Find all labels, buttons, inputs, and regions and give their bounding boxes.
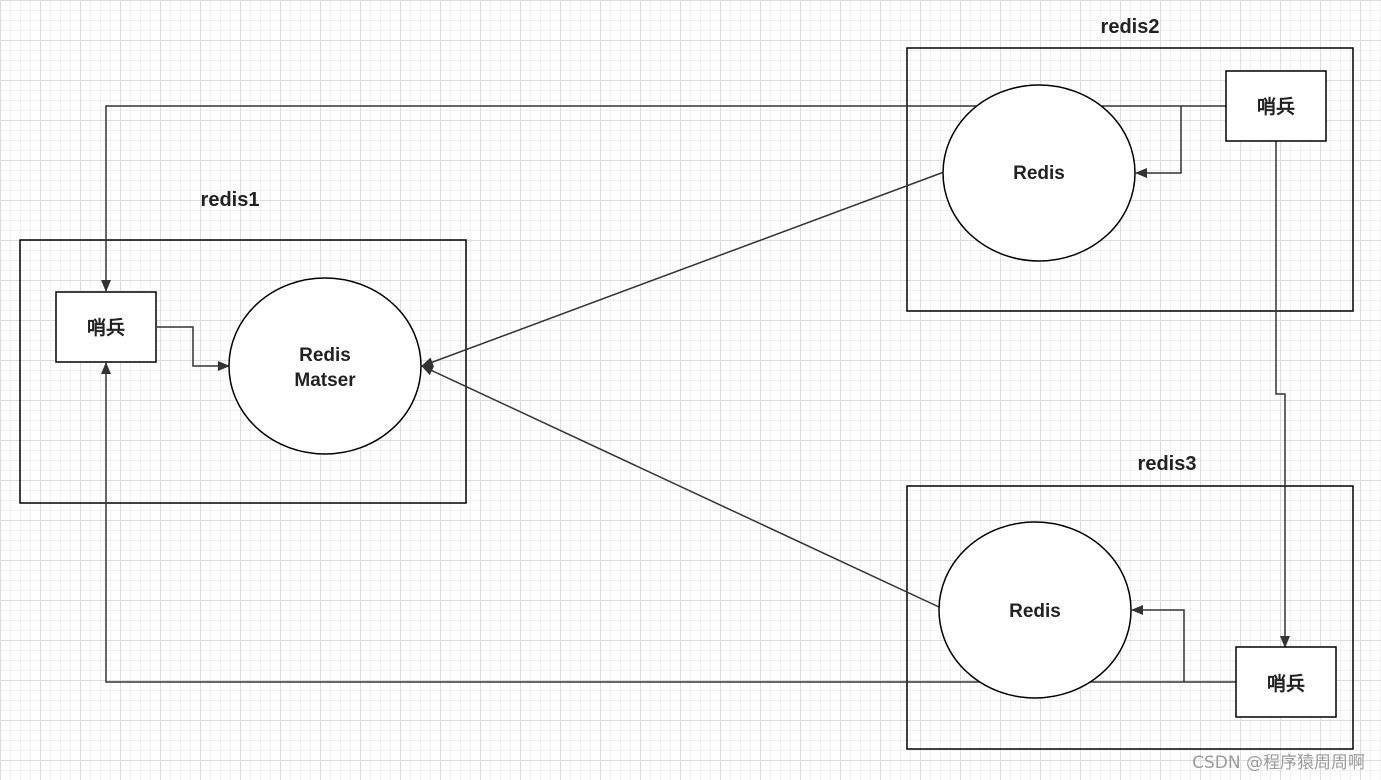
watermark: CSDN @程序猿周周啊 <box>1192 753 1365 773</box>
redis3-redis-label: Redis <box>1009 601 1061 622</box>
redis2-group-box[interactable] <box>906 47 1354 312</box>
redis2-group-title: redis2 <box>1101 16 1160 38</box>
redis1-master-node[interactable] <box>228 277 422 455</box>
edge-redis2-sentinel-to-redis3-sentinel <box>1275 141 1290 648</box>
edge-redis3-sentinel-to-redis3-redis <box>1131 605 1185 682</box>
redis3-group-box[interactable] <box>906 485 1354 750</box>
redis2-sentinel-label: 哨兵 <box>1257 96 1295 118</box>
redis1-group-title: redis1 <box>201 189 260 211</box>
edge-redis2-sentinel-to-redis1-sentinel <box>101 105 1226 292</box>
edge-redis1-sentinel-to-redis-master <box>157 326 230 371</box>
edge-redis2-redis-to-redis-master <box>421 171 945 367</box>
edge-redis2-sentinel-to-redis2-redis <box>1135 106 1182 178</box>
redis3-group-title: redis3 <box>1138 453 1197 475</box>
redis3-redis-node[interactable] <box>938 521 1132 699</box>
edge-redis3-redis-to-redis-master <box>421 365 940 608</box>
redis1-group-box[interactable] <box>19 239 467 504</box>
redis3-sentinel-label: 哨兵 <box>1267 673 1305 695</box>
redis2-redis-label: Redis <box>1013 163 1065 184</box>
redis1-master-label-line1: Redis <box>299 345 351 366</box>
redis2-redis-node[interactable] <box>942 84 1136 262</box>
redis3-sentinel-node[interactable] <box>1235 646 1337 718</box>
redis2-sentinel-node[interactable] <box>1225 70 1327 142</box>
redis1-sentinel-node[interactable] <box>55 291 157 363</box>
edge-redis3-sentinel-to-redis1-sentinel <box>101 362 1236 683</box>
redis1-sentinel-label: 哨兵 <box>87 317 125 339</box>
redis1-master-label-line2: Matser <box>294 370 356 391</box>
